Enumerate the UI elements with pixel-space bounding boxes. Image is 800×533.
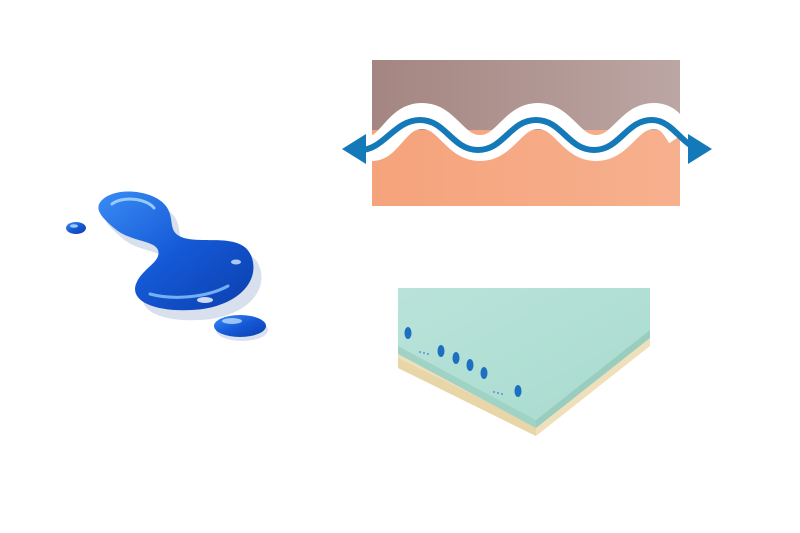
pad-foam-top <box>398 288 650 420</box>
droplet-icon <box>514 385 522 397</box>
puddle-drop-left <box>66 222 86 234</box>
droplet-icon <box>437 345 445 357</box>
wave-layers-icon <box>342 60 712 206</box>
water-puddle-icon <box>66 191 268 341</box>
arrow-left-icon <box>342 134 366 164</box>
puddle-body <box>98 191 254 311</box>
puddle-drop-bottom <box>214 315 266 337</box>
droplet-icon <box>452 352 460 364</box>
droplet-icon <box>404 327 412 339</box>
arrow-right-icon <box>688 134 712 164</box>
droplet-icon <box>480 367 488 379</box>
wave-line <box>357 116 695 154</box>
droplet-icon <box>466 359 474 371</box>
foam-pad-icon <box>398 288 650 436</box>
